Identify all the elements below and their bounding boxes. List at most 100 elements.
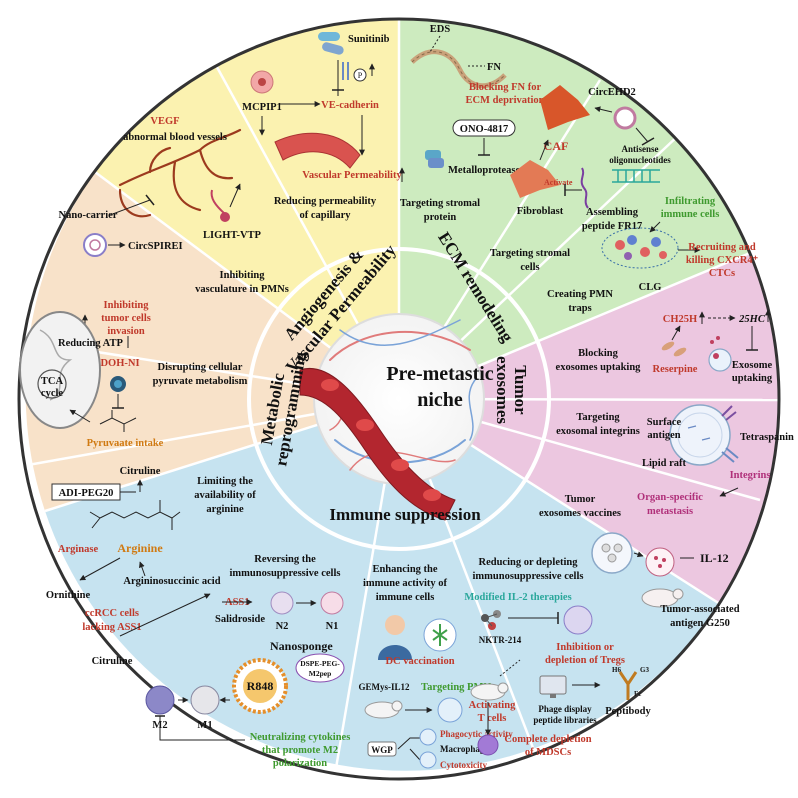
circehd2-icon — [613, 106, 637, 130]
n1-cell-icon — [320, 591, 344, 615]
ono-4817-label: ONO-4817 — [460, 124, 508, 135]
peptide-fr17-icon — [580, 167, 589, 209]
g3-label: G3 — [640, 666, 649, 674]
caf-label: CAF — [544, 139, 569, 153]
sunitinib-label: Sunitinib — [348, 34, 390, 45]
integrins-label: Integrins — [730, 470, 771, 481]
reducing-permeability-line1: Reducing permeability — [274, 196, 377, 207]
enhancing-line2: immune activity of — [363, 578, 447, 589]
mouse-icon-immune — [364, 700, 403, 719]
inhibiting-invasion-line2: tumor cells — [101, 313, 151, 324]
fibroblast-icon — [510, 160, 560, 198]
t-cell-icon — [437, 697, 463, 723]
disrupting-line2: pyruvate metabolism — [153, 376, 248, 387]
wgp-label: WGP — [371, 745, 393, 755]
phage-line2: peptide libraries — [533, 715, 597, 725]
activating-line2: T cells — [478, 713, 507, 724]
dc-vaccination-label: DC vaccination — [385, 656, 454, 667]
creating-pmn-line1: Creating PMN — [547, 289, 613, 300]
peptibody-label: Peptibody — [605, 706, 651, 717]
phospho-icon — [353, 68, 367, 82]
tca-line2: cycle — [41, 388, 63, 399]
oligonucleotide-icon — [612, 169, 660, 183]
tca-line1: TCA — [41, 376, 64, 387]
exo-panel: CH25H 25HC Blocking exosomes uptaking Re… — [539, 309, 794, 629]
phagocytic-label: Phagocytic activity — [440, 729, 513, 739]
m1-label: M1 — [197, 720, 212, 731]
phage-line1: Phage display — [538, 704, 592, 714]
ve-cadherin-label: VE-cadherin — [321, 100, 379, 111]
adi-peg20-label: ADI-PEG20 — [59, 488, 114, 499]
arginase-label: Arginase — [58, 544, 99, 555]
infiltrating-line2: immune cells — [661, 209, 720, 220]
pyruvate-intake-label: Pyruvaate intake — [87, 438, 164, 449]
targeting-stromal-cells-line2: cells — [520, 262, 539, 273]
sector-metabolic — [25, 172, 400, 511]
recruiting-line2: killing CXCR4⁺ — [686, 255, 759, 266]
sunitinib-pill-icon — [318, 32, 344, 55]
mcpip1-cell-icon — [250, 70, 274, 94]
dc-cell-icon — [423, 618, 457, 652]
angio-panel: VEGF abnormal blood vessels Nano-carrier… — [59, 32, 405, 295]
arginine-label: Arginine — [117, 541, 163, 555]
dspe-line1: DSPE-PEG- — [300, 659, 340, 668]
sector-title-immune: Immune suppression — [329, 505, 481, 524]
fn-fiber-icon — [410, 49, 507, 89]
center-title-line2: niche — [417, 389, 463, 411]
lipid-raft-label: Lipid raft — [642, 458, 687, 469]
exo-vaccines-line2: exosomes vaccines — [539, 508, 621, 519]
infiltrating-line1: Infiltrating — [665, 196, 716, 207]
neutralizing-line1: Neutralizing cytokines — [250, 732, 351, 743]
reducing-depleting-line2: immunosuppressive cells — [473, 571, 584, 582]
macrophage-icon-2 — [419, 751, 437, 769]
n2-cell-icon — [270, 591, 294, 615]
inhibit-line-nanocarrier — [109, 199, 151, 216]
recruiting-line3: CTCs — [709, 268, 735, 279]
light-vtp-icon — [210, 189, 230, 222]
mitochondrion-icon — [19, 311, 101, 429]
blood-vessel-illustration — [299, 367, 456, 521]
circspirei-icon — [83, 233, 107, 257]
antisense-line2: oligonucleotides — [609, 155, 671, 165]
r848-label: R848 — [247, 679, 274, 693]
metalloprotease-label: Metalloprotease — [448, 165, 520, 176]
exo-vaccine-icon — [591, 532, 675, 577]
exosome-uptake-cell-icon — [708, 336, 732, 372]
mdsc-cell-icon — [477, 734, 499, 756]
abnormal-vessel-branches — [118, 128, 242, 218]
m1-cell-icon — [190, 685, 220, 715]
sector-title-exo-2: exosomes — [493, 356, 512, 424]
sector-ecm — [399, 18, 750, 399]
blocking-exo-line2: exosomes uptaking — [556, 362, 642, 373]
sector-title-exo-1: Tumor — [511, 365, 530, 415]
ornithine-label: Ornithine — [46, 590, 91, 601]
eds-label: EDS — [430, 24, 451, 35]
targeting-pmn-label: Targeting PMN — [421, 682, 491, 693]
inhibiting-invasion-line1: Inhibiting — [104, 300, 150, 311]
citrulline-top-label: Citruline — [120, 466, 161, 477]
sector-angiogenesis — [95, 19, 399, 399]
mouse-icon — [641, 588, 684, 608]
light-vtp-label: LIGHT-VTP — [203, 230, 262, 241]
dspe-peg-badge — [295, 653, 345, 683]
mouse-icon-mdsc — [470, 682, 509, 701]
nanosponge-label: Nanosponge — [270, 639, 333, 653]
complete-depletion-line2: of MDSCs — [525, 747, 571, 758]
creating-pmn-line2: traps — [568, 303, 591, 314]
limiting-line2: availability of — [194, 490, 256, 501]
reversing-line2: immunosuppressive cells — [230, 568, 341, 579]
reducing-permeability-line2: of capillary — [299, 210, 351, 221]
sector-exosomes — [399, 253, 780, 604]
center-title-line1: Pre-metastic — [386, 363, 493, 385]
neutralizing-line2: that promote M2 — [262, 745, 338, 756]
surface-antigen-line1: Surface — [647, 417, 682, 428]
gemys-label: GEMys-IL12 — [358, 682, 410, 692]
ccrcc-line1: ccRCC cells — [85, 608, 139, 619]
phospho-label: P — [358, 71, 363, 80]
enhancing-line1: Enhancing the — [372, 564, 437, 575]
limiting-line3: arginine — [206, 504, 244, 515]
complete-depletion-line1: Complete depletion — [504, 734, 591, 745]
il12-label: IL-12 — [700, 551, 729, 565]
